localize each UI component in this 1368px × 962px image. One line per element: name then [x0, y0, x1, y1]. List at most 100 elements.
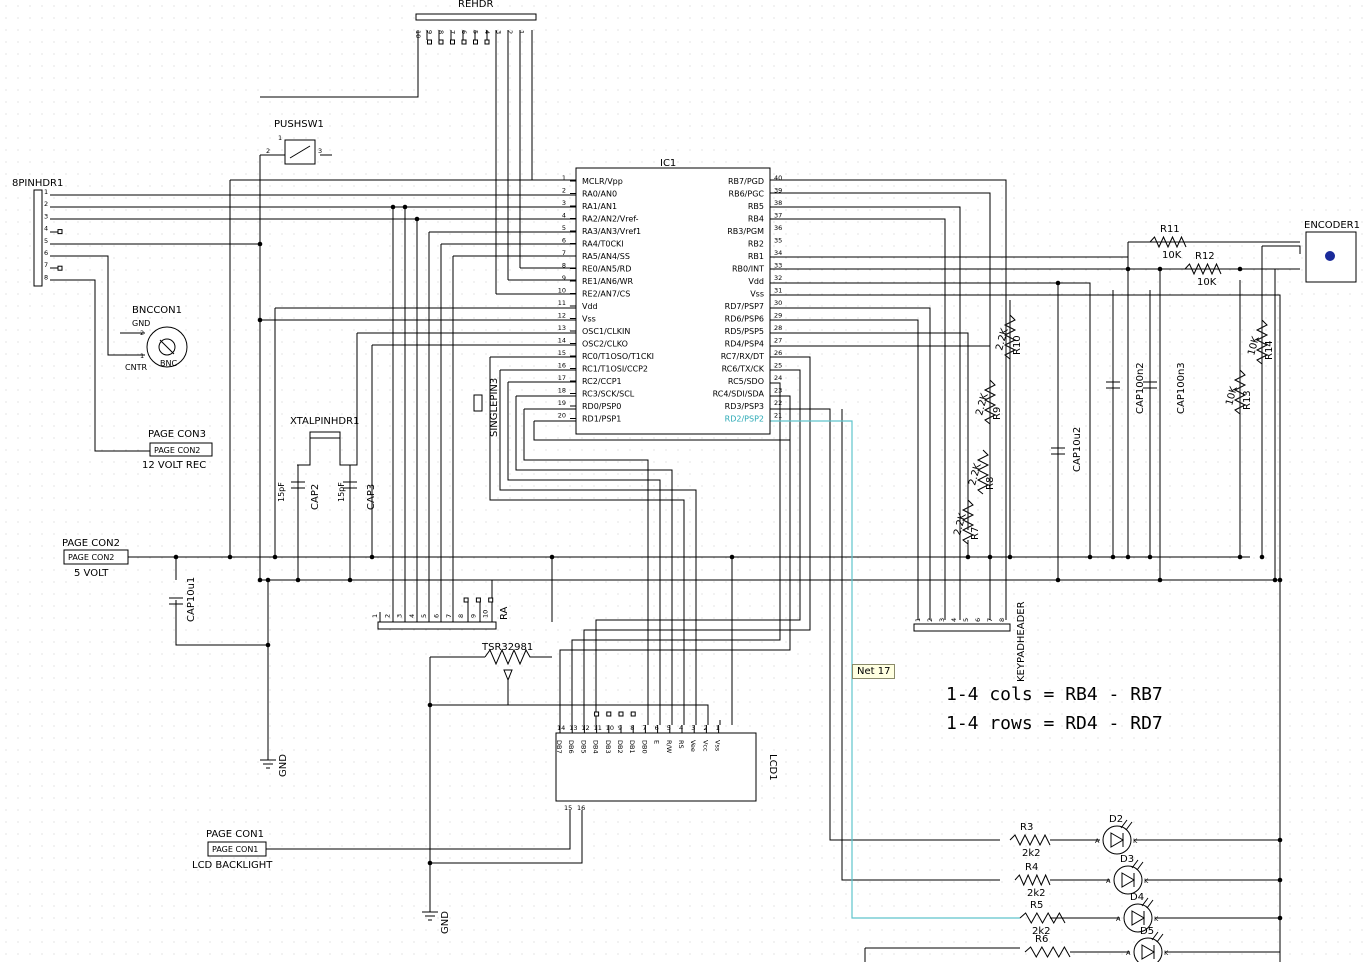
d4-cathode: K	[1154, 915, 1159, 923]
cap2[interactable]: 15pF CAP2	[277, 481, 321, 510]
ra-pin-number: 1	[371, 614, 379, 618]
refhdr-pin-number: 4	[483, 30, 491, 34]
d3-anode: A	[1106, 877, 1111, 885]
pin-end	[57, 265, 63, 271]
pin-end	[427, 39, 432, 45]
page-con1[interactable]: PAGE CON1 PAGE CON1 LCD BACKLIGHT	[192, 829, 273, 871]
8pinhdr1-label: 8PINHDR1	[12, 178, 63, 189]
svg-text:PAGE CON3: PAGE CON3	[148, 429, 206, 440]
r5-ref: R5	[1030, 900, 1043, 911]
junction-dot	[549, 554, 555, 560]
svg-text:15: 15	[564, 804, 572, 812]
cap100n3[interactable]: CAP100n3	[1143, 362, 1187, 414]
ic1-pin-name: OSC1/CLKIN	[582, 327, 630, 336]
junction-dot	[1125, 266, 1131, 272]
hdr8-pin-number: 1	[44, 188, 48, 196]
cap3[interactable]: 15pF CAP3	[337, 481, 377, 510]
ic1-pin-number: 35	[774, 237, 782, 245]
ra-pin-number: 3	[396, 614, 404, 618]
pin-end	[484, 39, 490, 45]
ic1-pin-name: RE0/AN5/RD	[582, 265, 631, 274]
lcd-pin-number: 1	[716, 724, 720, 732]
ic1-pin-name: RA5/AN4/SS	[582, 252, 630, 261]
d4-anode: A	[1116, 915, 1121, 923]
cap10u2[interactable]: CAP10u2	[1051, 427, 1083, 472]
ic1-pin-number: 12	[558, 312, 566, 320]
lcd1-label: LCD1	[767, 754, 778, 781]
svg-text:2: 2	[266, 147, 270, 155]
lcd-pin-number: 7	[642, 724, 646, 732]
xtalpinhdr1[interactable]: XTALPINHDR1	[290, 416, 359, 466]
page-con2[interactable]: PAGE CON2 PAGE CON2 5 VOLT	[62, 538, 129, 579]
ic1-pin-name: RD6/PSP6	[725, 315, 764, 324]
ic1-pin-number: 6	[562, 237, 566, 245]
d4-ref: D4	[1130, 892, 1144, 903]
ic1-pin-name: RC3/SCK/SCL	[582, 390, 635, 399]
cap10u1[interactable]: CAP10u1	[169, 577, 197, 622]
svg-text:LCD BACKLIGHT: LCD BACKLIGHT	[192, 860, 273, 871]
r14-resistor	[1255, 319, 1269, 365]
ic1-pin-name: RD3/PSP3	[725, 402, 764, 411]
lcd1-display[interactable]: LCD1 14DB713DB612DB511DB410DB39DB28DB17D…	[555, 711, 778, 812]
d2-led	[1102, 825, 1132, 855]
junction-dot	[265, 642, 271, 648]
ic1-pin-name: RB5	[748, 202, 764, 211]
ic1-pin-name: Vss	[750, 290, 764, 299]
junction-dot	[257, 317, 263, 323]
svg-text:KEYPADHEADER: KEYPADHEADER	[1016, 601, 1027, 682]
keypad-pin-number: 3	[938, 618, 946, 622]
pin-end	[475, 597, 481, 603]
lcd-pin-name: DB1	[628, 740, 636, 754]
pushsw1[interactable]: PUSHSW1 1 2 3	[266, 119, 324, 165]
bnc-label: BNCCON1	[132, 305, 182, 316]
ic1-pin-name: RD7/PSP7	[725, 302, 764, 311]
junction-dot	[414, 216, 420, 222]
ic1-pin-number: 32	[774, 274, 782, 282]
svg-text:3: 3	[318, 147, 322, 155]
junction-dot	[1277, 577, 1283, 583]
ic1-pin-number: 31	[774, 287, 782, 295]
ic1-pin-name: RB3/PGM	[727, 227, 764, 236]
refhdr-pin-number: 3	[495, 30, 503, 34]
lcd-pin-number: 9	[618, 724, 622, 732]
ic1-pin-name: RB2	[748, 240, 764, 249]
junction-dot	[1157, 577, 1163, 583]
ra-pin-number: 8	[457, 614, 465, 618]
tsr32981-trimpot[interactable]: TSR32981	[481, 642, 540, 682]
svg-text:BNC: BNC	[160, 359, 177, 368]
ic1-pin-number: 11	[558, 299, 566, 307]
gnd-symbol-2: GND	[422, 905, 451, 934]
ic1-pin-number: 14	[558, 337, 566, 345]
bncon1[interactable]: BNCCON1 GND CNTR BNC 2 1	[125, 305, 188, 372]
cap100n2[interactable]: CAP100n2	[1106, 362, 1146, 414]
lcd-pin-name: Vcc	[701, 740, 709, 752]
svg-text:15pF: 15pF	[277, 482, 286, 502]
lcd-pin-number: 13	[569, 724, 577, 732]
d2-ref: D2	[1109, 814, 1123, 825]
r10-value: 2.2K	[994, 327, 1011, 352]
page-con3[interactable]: PAGE CON3 PAGE CON2 12 VOLT REC	[142, 429, 213, 471]
junction-dot	[295, 577, 301, 583]
r6-resistor	[1024, 945, 1071, 959]
lcd-pin-number: 4	[679, 724, 683, 732]
ra-pin-number: 2	[383, 614, 391, 618]
hdr8-pin-number: 6	[44, 249, 48, 257]
r11-resistor	[1149, 235, 1187, 249]
encoder1[interactable]: ENCODER1	[1304, 220, 1360, 283]
ic1-pin-name: RD2/PSP2	[725, 415, 764, 424]
junction-dot	[1147, 554, 1153, 560]
junction-dot	[369, 554, 375, 560]
ic1-pin-name: RB1	[748, 252, 764, 261]
ic1-pin-name: RB0/INT	[732, 265, 764, 274]
lcd-pin-name: DB2	[616, 740, 624, 754]
ic1-pin-number: 25	[774, 362, 782, 370]
junction-dot	[1237, 266, 1243, 272]
ic1-pin-name: RC2/CCP1	[582, 377, 622, 386]
singlepin3[interactable]: SINGLEPIN3	[473, 378, 500, 437]
ic1-pin-name: RD4/PSP4	[725, 340, 764, 349]
